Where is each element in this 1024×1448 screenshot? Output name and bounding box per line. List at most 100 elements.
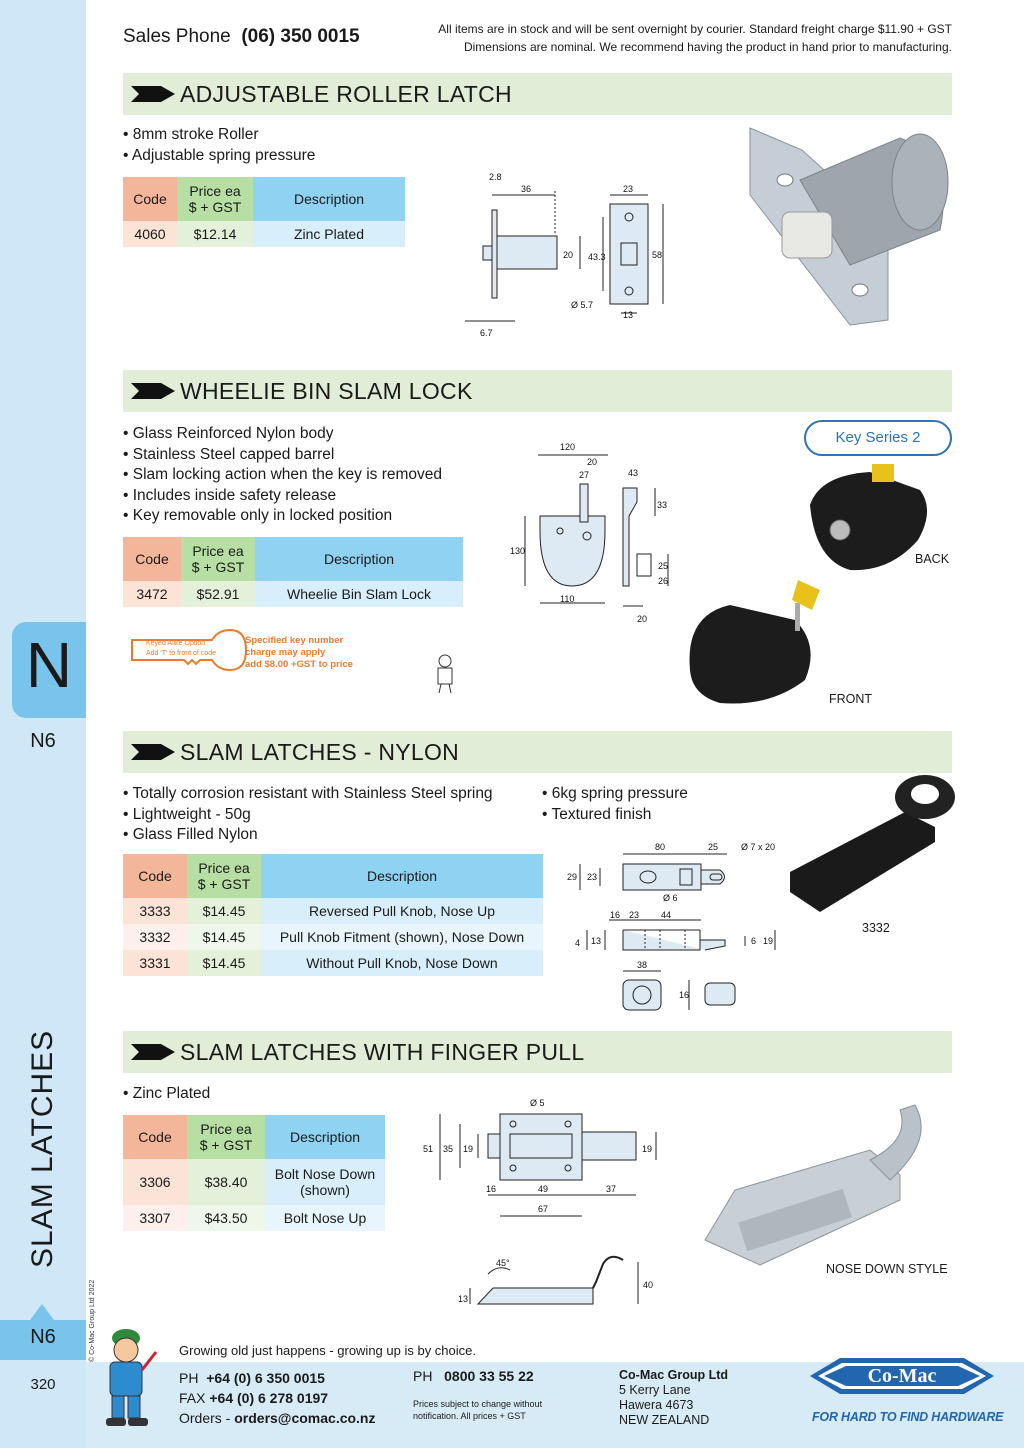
dim-label: 35 <box>443 1144 453 1154</box>
bullet-list: Totally corrosion resistant with Stainle… <box>123 784 493 846</box>
fax-number[interactable]: +64 (0) 6 278 0197 <box>209 1390 329 1406</box>
cell-price: $43.50 <box>187 1205 265 1231</box>
dim-label: 23 <box>623 184 633 194</box>
phone-number[interactable]: +64 (0) 6 350 0015 <box>206 1370 325 1386</box>
roller-latch-photo <box>749 127 949 326</box>
bullet-item: Glass Reinforced Nylon body <box>123 424 442 445</box>
price-table-finger-pull: Code Price ea$ + GST Description 3306 $3… <box>123 1115 385 1231</box>
footer-contact: PH +64 (0) 6 350 0015 FAX +64 (0) 6 278 … <box>179 1368 376 1428</box>
section-banner-nylon: SLAM LATCHES - NYLON <box>123 731 952 773</box>
key-note: Specified key number charge may apply ad… <box>245 635 353 671</box>
dim-label: 67 <box>538 1204 548 1214</box>
dim-label: 6 <box>751 936 756 946</box>
section-banner-wheelie: WHEELIE BIN SLAM LOCK <box>123 370 952 412</box>
cell-price: $52.91 <box>181 581 255 607</box>
bullet-list-right: 6kg spring pressure Textured finish <box>542 784 688 826</box>
dim-label: 58 <box>652 250 662 260</box>
cell-code: 4060 <box>123 221 177 247</box>
dim-label: 44 <box>661 910 671 920</box>
photo-label-back: BACK <box>915 552 950 566</box>
header-description: Description <box>253 177 405 221</box>
header-note: All items are in stock and will be sent … <box>352 20 952 56</box>
bullet-item: Zinc Plated <box>123 1084 211 1105</box>
cell-description: Without Pull Knob, Nose Down <box>261 950 543 976</box>
bullet-item: Stainless Steel capped barrel <box>123 445 442 466</box>
bullet-item: Lightweight - 50g <box>123 805 493 826</box>
cell-price: $14.45 <box>187 898 261 924</box>
dim-label: 2.8 <box>489 172 502 182</box>
orders-email-link[interactable]: orders@comac.co.nz <box>234 1410 376 1426</box>
bullet-list: Glass Reinforced Nylon body Stainless St… <box>123 424 442 527</box>
dim-label: 23 <box>629 910 639 920</box>
dim-label: 33 <box>657 500 667 510</box>
freephone-number[interactable]: 0800 33 55 22 <box>444 1368 534 1384</box>
dim-label: 16 <box>486 1184 496 1194</box>
table-row[interactable]: 3333 $14.45 Reversed Pull Knob, Nose Up <box>123 898 543 924</box>
cell-description: Bolt Nose Up <box>265 1205 385 1231</box>
table-row[interactable]: 3331 $14.45 Without Pull Knob, Nose Down <box>123 950 543 976</box>
table-row[interactable]: 3307 $43.50 Bolt Nose Up <box>123 1205 385 1231</box>
bullet-list: 8mm stroke Roller Adjustable spring pres… <box>123 125 316 167</box>
mascot-small-icon <box>437 654 453 694</box>
bottom-section-code: N6 <box>30 1326 56 1348</box>
cell-code: 3332 <box>123 924 187 950</box>
dim-label: 6.7 <box>480 328 493 338</box>
header-price: Price ea$ + GST <box>181 537 255 581</box>
dim-label: 23 <box>587 872 597 882</box>
dim-label: 36 <box>521 184 531 194</box>
sales-phone-number[interactable]: (06) 350 0015 <box>241 26 360 47</box>
dim-label: 26 <box>658 576 668 586</box>
bullet-item: 8mm stroke Roller <box>123 125 315 146</box>
bullet-item: Adjustable spring pressure <box>123 146 316 167</box>
orders-label: Orders - <box>179 1410 231 1426</box>
header-code: Code <box>123 537 181 581</box>
dim-label: Ø 5 <box>530 1098 545 1108</box>
dim-label: 13 <box>591 936 601 946</box>
cell-description: Bolt Nose Down(shown) <box>265 1159 385 1205</box>
cell-description: Reversed Pull Knob, Nose Up <box>261 898 543 924</box>
dim-label: 16 <box>679 990 689 1000</box>
tagline: FOR HARD TO FIND HARDWARE <box>812 1410 1004 1424</box>
price-table-roller: Code Price ea$ + GST Description 4060 $1… <box>123 177 405 247</box>
phone-label: PH <box>179 1370 199 1386</box>
address-line: NEW ZEALAND <box>619 1413 710 1427</box>
table-row[interactable]: 3306 $38.40 Bolt Nose Down(shown) <box>123 1159 385 1205</box>
sidebar <box>0 0 86 1448</box>
bottom-tab <box>0 1320 86 1360</box>
key-option-line: Add 'T' to front of code <box>146 650 216 657</box>
dim-label: 13 <box>458 1294 468 1304</box>
dim-label: 19 <box>642 1144 652 1154</box>
dim-label: 19 <box>463 1144 473 1154</box>
fax-label: FAX <box>179 1390 206 1406</box>
cell-price: $12.14 <box>177 221 253 247</box>
table-row[interactable]: 3332 $14.45 Pull Knob Fitment (shown), N… <box>123 924 543 950</box>
photo-label-front: FRONT <box>829 692 873 706</box>
key-note-line: charge may apply <box>245 647 326 658</box>
price-table-wheelie: Code Price ea$ + GST Description 3472 $5… <box>123 537 463 607</box>
roller-latch-drawing: 2.8 36 23 20 43.3 58 Ø 5.7 13 6.7 <box>465 172 664 338</box>
key-note-line: Specified key number <box>245 635 344 646</box>
dim-label: 20 <box>637 614 647 624</box>
bullet-item: Textured finish <box>542 805 688 826</box>
finger-pull-latch-photo <box>704 1104 922 1266</box>
table-row[interactable]: 4060 $12.14 Zinc Plated <box>123 221 405 247</box>
cell-code: 3306 <box>123 1159 187 1205</box>
vertical-section-title: SLAM LATCHES <box>26 1029 59 1268</box>
footer-freephone: PH 0800 33 55 22 <box>413 1368 534 1384</box>
dim-label: 29 <box>567 872 577 882</box>
cell-description: Zinc Plated <box>253 221 405 247</box>
dim-label: 40 <box>643 1280 653 1290</box>
cell-description: Pull Knob Fitment (shown), Nose Down <box>261 924 543 950</box>
dim-label: Ø 5.7 <box>571 300 593 310</box>
cell-price: $38.40 <box>187 1159 265 1205</box>
section-tab[interactable] <box>12 622 86 718</box>
table-row[interactable]: 3472 $52.91 Wheelie Bin Slam Lock <box>123 581 463 607</box>
dim-label: 80 <box>655 842 665 852</box>
dim-label: 13 <box>623 310 633 320</box>
key-series-badge[interactable]: Key Series 2 <box>804 420 952 456</box>
comac-logo[interactable]: Co-Mac <box>810 1348 994 1404</box>
section-banner-roller: ADJUSTABLE ROLLER LATCH <box>123 73 952 115</box>
arrow-icon <box>131 1044 175 1060</box>
sales-phone: Sales Phone (06) 350 0015 <box>123 26 360 48</box>
bullet-item: Slam locking action when the key is remo… <box>123 465 442 486</box>
